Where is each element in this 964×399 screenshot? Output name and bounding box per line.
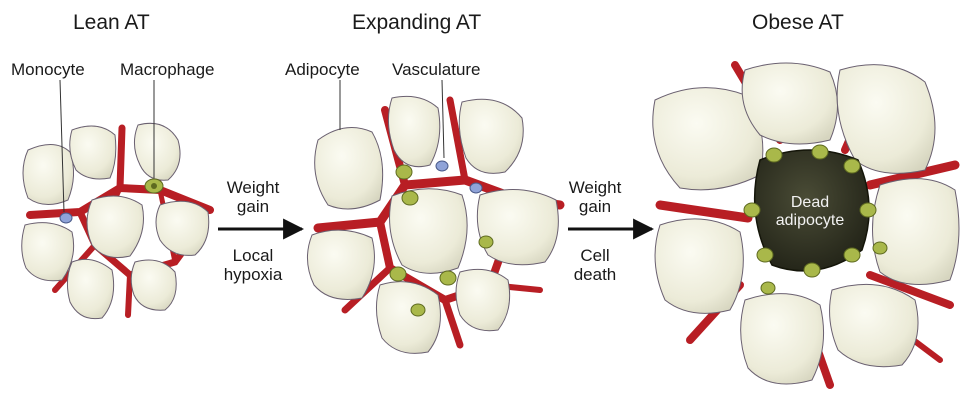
macrophage (872, 241, 888, 255)
macrophage (811, 144, 829, 160)
obese-adipocyte (829, 283, 919, 368)
lean-adipocyte (21, 222, 75, 282)
transition-2-top: Weight gain (550, 178, 640, 216)
label-dead-adipocyte-line1: Dead (790, 194, 830, 211)
macrophage (439, 270, 457, 286)
lean-macrophage (144, 178, 164, 194)
stage-title-lean: Lean AT (73, 11, 150, 34)
transition-2-bottom: Cell death (550, 246, 640, 284)
monocyte (469, 182, 483, 194)
transition-1-bottom: Local hypoxia (208, 246, 298, 284)
lean-adipocyte (155, 200, 210, 256)
stage-title-obese: Obese AT (752, 11, 844, 34)
vasculature-pointer (441, 79, 445, 159)
macrophage (803, 262, 821, 278)
expanding-adipocyte (376, 281, 441, 354)
transition-1-bottom-line2: hypoxia (223, 265, 283, 284)
macrophage (478, 235, 494, 249)
expanding-adipocyte (307, 229, 375, 300)
crown-like-structure-macrophages (743, 144, 888, 295)
expanding-adipocyte (389, 188, 468, 274)
lean-adipocyte (66, 258, 115, 320)
transition-1-top: Weight gain (208, 178, 298, 216)
transition-1-bottom-line1: Local (232, 246, 274, 265)
obese-adipocyte (836, 64, 936, 174)
transition-1-top-line1: Weight (226, 178, 280, 197)
monocyte-pointer (59, 79, 65, 213)
macrophage (843, 247, 861, 263)
lean-adipocyte (69, 125, 117, 180)
monocyte (435, 160, 449, 172)
macrophage (756, 247, 774, 263)
macrophage (760, 281, 776, 295)
expanding-at-tissue (307, 79, 565, 354)
expanding-adipocytes (307, 95, 559, 354)
transition-1-top-line2: gain (236, 197, 270, 216)
macrophage (843, 158, 861, 174)
expanding-adipocyte (458, 98, 524, 174)
transition-2-top-line2: gain (578, 197, 612, 216)
macrophage (765, 147, 783, 163)
macrophage (401, 190, 419, 206)
obese-adipocyte (741, 62, 838, 145)
expanding-adipocyte (455, 268, 511, 332)
label-monocyte: Monocyte (11, 60, 85, 79)
label-dead-adipocyte: Dead adipocyte (750, 194, 870, 230)
expanding-monocytes (435, 160, 483, 194)
stage-title-expanding: Expanding AT (352, 11, 482, 34)
lean-adipocytes (21, 122, 210, 320)
expanding-adipocyte (388, 95, 441, 168)
obese-adipocyte (872, 178, 960, 285)
obese-adipocyte (654, 218, 744, 314)
macrophage (743, 202, 761, 218)
expanding-adipocyte (476, 189, 559, 266)
macrophage (410, 303, 426, 317)
lean-adipocyte (86, 195, 144, 259)
label-dead-adipocyte-line2: adipocyte (775, 212, 845, 229)
transition-2-bottom-line2: death (573, 265, 617, 284)
label-macrophage: Macrophage (120, 60, 215, 79)
label-adipocyte: Adipocyte (285, 60, 360, 79)
transition-2-top-line1: Weight (568, 178, 622, 197)
transition-2-bottom-line1: Cell (580, 246, 610, 265)
label-vasculature: Vasculature (392, 60, 481, 79)
expanding-macrophages (389, 164, 494, 317)
lean-adipocyte (130, 259, 177, 311)
obese-adipocyte (740, 293, 825, 385)
lean-at-tissue (21, 79, 214, 320)
macrophage (389, 266, 407, 282)
lean-adipocyte (134, 122, 181, 181)
obese-adipocytes (652, 62, 960, 385)
lean-monocyte (59, 212, 73, 224)
expanding-adipocyte (314, 127, 384, 210)
lean-adipocyte (22, 144, 74, 205)
macrophage (859, 202, 877, 218)
macrophage (395, 164, 413, 180)
obese-at-tissue (652, 61, 960, 389)
